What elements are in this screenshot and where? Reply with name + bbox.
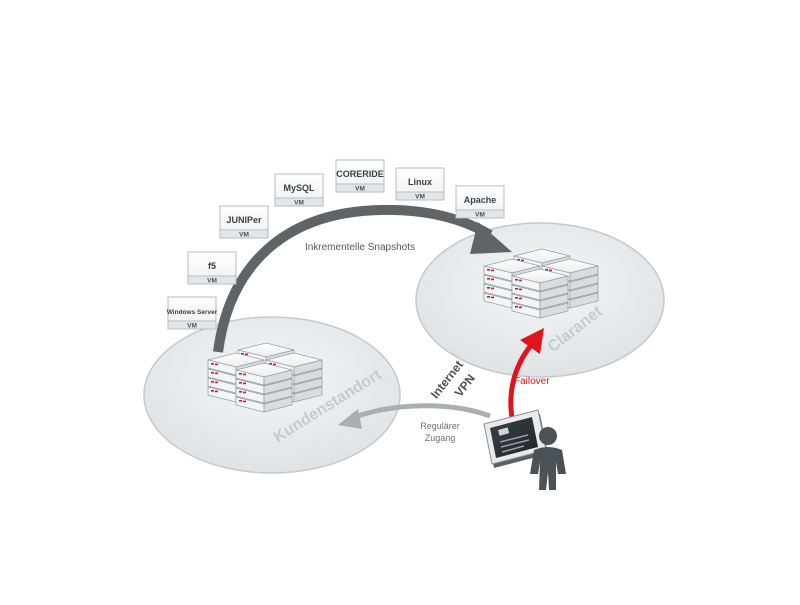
vm-card-tag: VM [415,194,425,201]
terminal-icon [483,409,548,468]
regular-access-label-line1: Regulärer [420,421,460,431]
claranet-server-stack [483,248,599,319]
vm-card-logo: CORERIDE [336,169,384,179]
vm-card: MySQL VM [274,173,324,207]
vm-card-logo: Linux [408,177,432,187]
vm-card-group: Windows ServerVMf5VMJUNIPerVMMySQLVMCORE… [167,159,505,330]
user-person-icon [530,427,566,490]
vm-card-tag: VM [475,212,485,219]
regular-access-arrow [351,403,491,421]
vm-card: CORERIDE VM [335,159,385,193]
vm-card-tag: VM [355,186,365,193]
vm-card-tag: VM [239,232,249,239]
failover-label: Failover [514,376,550,387]
vm-card-logo: MySQL [283,183,315,193]
vm-card-logo: Windows Server [167,309,218,316]
customer-server-stack [207,342,323,413]
vm-card-tag: VM [207,278,217,285]
vm-card-tag: VM [294,200,304,207]
regular-access-label-line2: Zugang [425,433,456,443]
snapshot-arrow [213,204,493,353]
failover-arrow [508,342,534,419]
vm-card-logo: f5 [208,261,216,271]
vm-card-logo: JUNIPer [226,215,262,225]
vm-card-tag: VM [187,323,197,330]
regular-access-arrowhead [338,409,362,429]
snapshots-label: Inkrementelle Snapshots [305,242,415,253]
vm-card-logo: Apache [464,195,497,205]
failover-arrowhead [520,328,544,354]
snapshot-arrowhead [470,222,512,254]
